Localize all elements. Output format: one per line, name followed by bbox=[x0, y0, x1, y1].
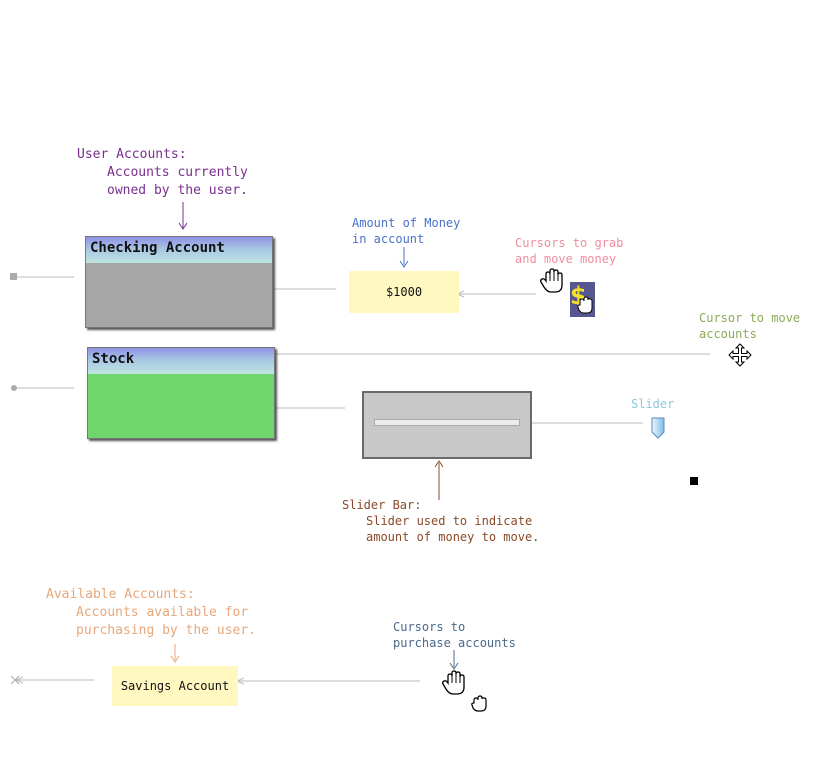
move-cursor-icon bbox=[728, 343, 752, 367]
slider-bar-note-line2: amount of money to move. bbox=[366, 530, 540, 544]
purchase-hand-cursor-icon bbox=[442, 670, 465, 695]
available-note-title: Available Accounts: bbox=[46, 587, 195, 602]
stock-account[interactable]: Stock bbox=[87, 347, 275, 439]
purchase-note-line2: purchase accounts bbox=[393, 636, 516, 650]
grab-note-line1: Cursors to grab bbox=[515, 236, 624, 250]
user-accounts-line2: owned by the user. bbox=[107, 183, 248, 198]
checking-account-header[interactable]: Checking Account bbox=[86, 237, 272, 263]
money-note-line2: in account bbox=[352, 232, 425, 246]
grab-hand-cursor-icon bbox=[471, 695, 487, 712]
grab-note-line2: and move money bbox=[515, 252, 617, 266]
money-amount-box[interactable]: $1000 bbox=[349, 271, 459, 313]
slider-bar[interactable] bbox=[374, 419, 520, 426]
open-hand-cursor-icon bbox=[540, 268, 563, 293]
checking-connector-square bbox=[10, 273, 17, 280]
stock-connector-dot bbox=[11, 385, 17, 391]
stock-account-body[interactable] bbox=[88, 374, 274, 438]
grab-hand-small-icon bbox=[577, 296, 593, 314]
user-accounts-line1: Accounts currently bbox=[107, 165, 248, 180]
marker-square bbox=[690, 477, 698, 485]
stock-account-header[interactable]: Stock bbox=[88, 348, 274, 374]
slider-label: Slider bbox=[631, 397, 675, 411]
move-note-line2: accounts bbox=[699, 327, 757, 341]
remove-x-marker bbox=[10, 675, 20, 685]
move-note-line1: Cursor to move bbox=[699, 311, 801, 325]
checking-account-body[interactable] bbox=[86, 263, 272, 327]
slider-bar-note-line1: Slider used to indicate bbox=[366, 514, 533, 528]
slider-panel[interactable] bbox=[362, 391, 532, 459]
slider-thumb-icon[interactable] bbox=[651, 417, 665, 439]
available-note-line1: Accounts available for bbox=[76, 605, 249, 620]
savings-account[interactable]: Savings Account bbox=[112, 666, 238, 706]
slider-bar-note-title: Slider Bar: bbox=[342, 498, 422, 512]
checking-account[interactable]: Checking Account bbox=[85, 236, 273, 328]
user-accounts-title: User Accounts: bbox=[77, 147, 187, 162]
purchase-note-line1: Cursors to bbox=[393, 620, 466, 634]
dollar-grab-cursor-icon: $ bbox=[570, 282, 595, 317]
money-note-line1: Amount of Money bbox=[352, 216, 461, 230]
available-note-line2: purchasing by the user. bbox=[76, 623, 257, 638]
